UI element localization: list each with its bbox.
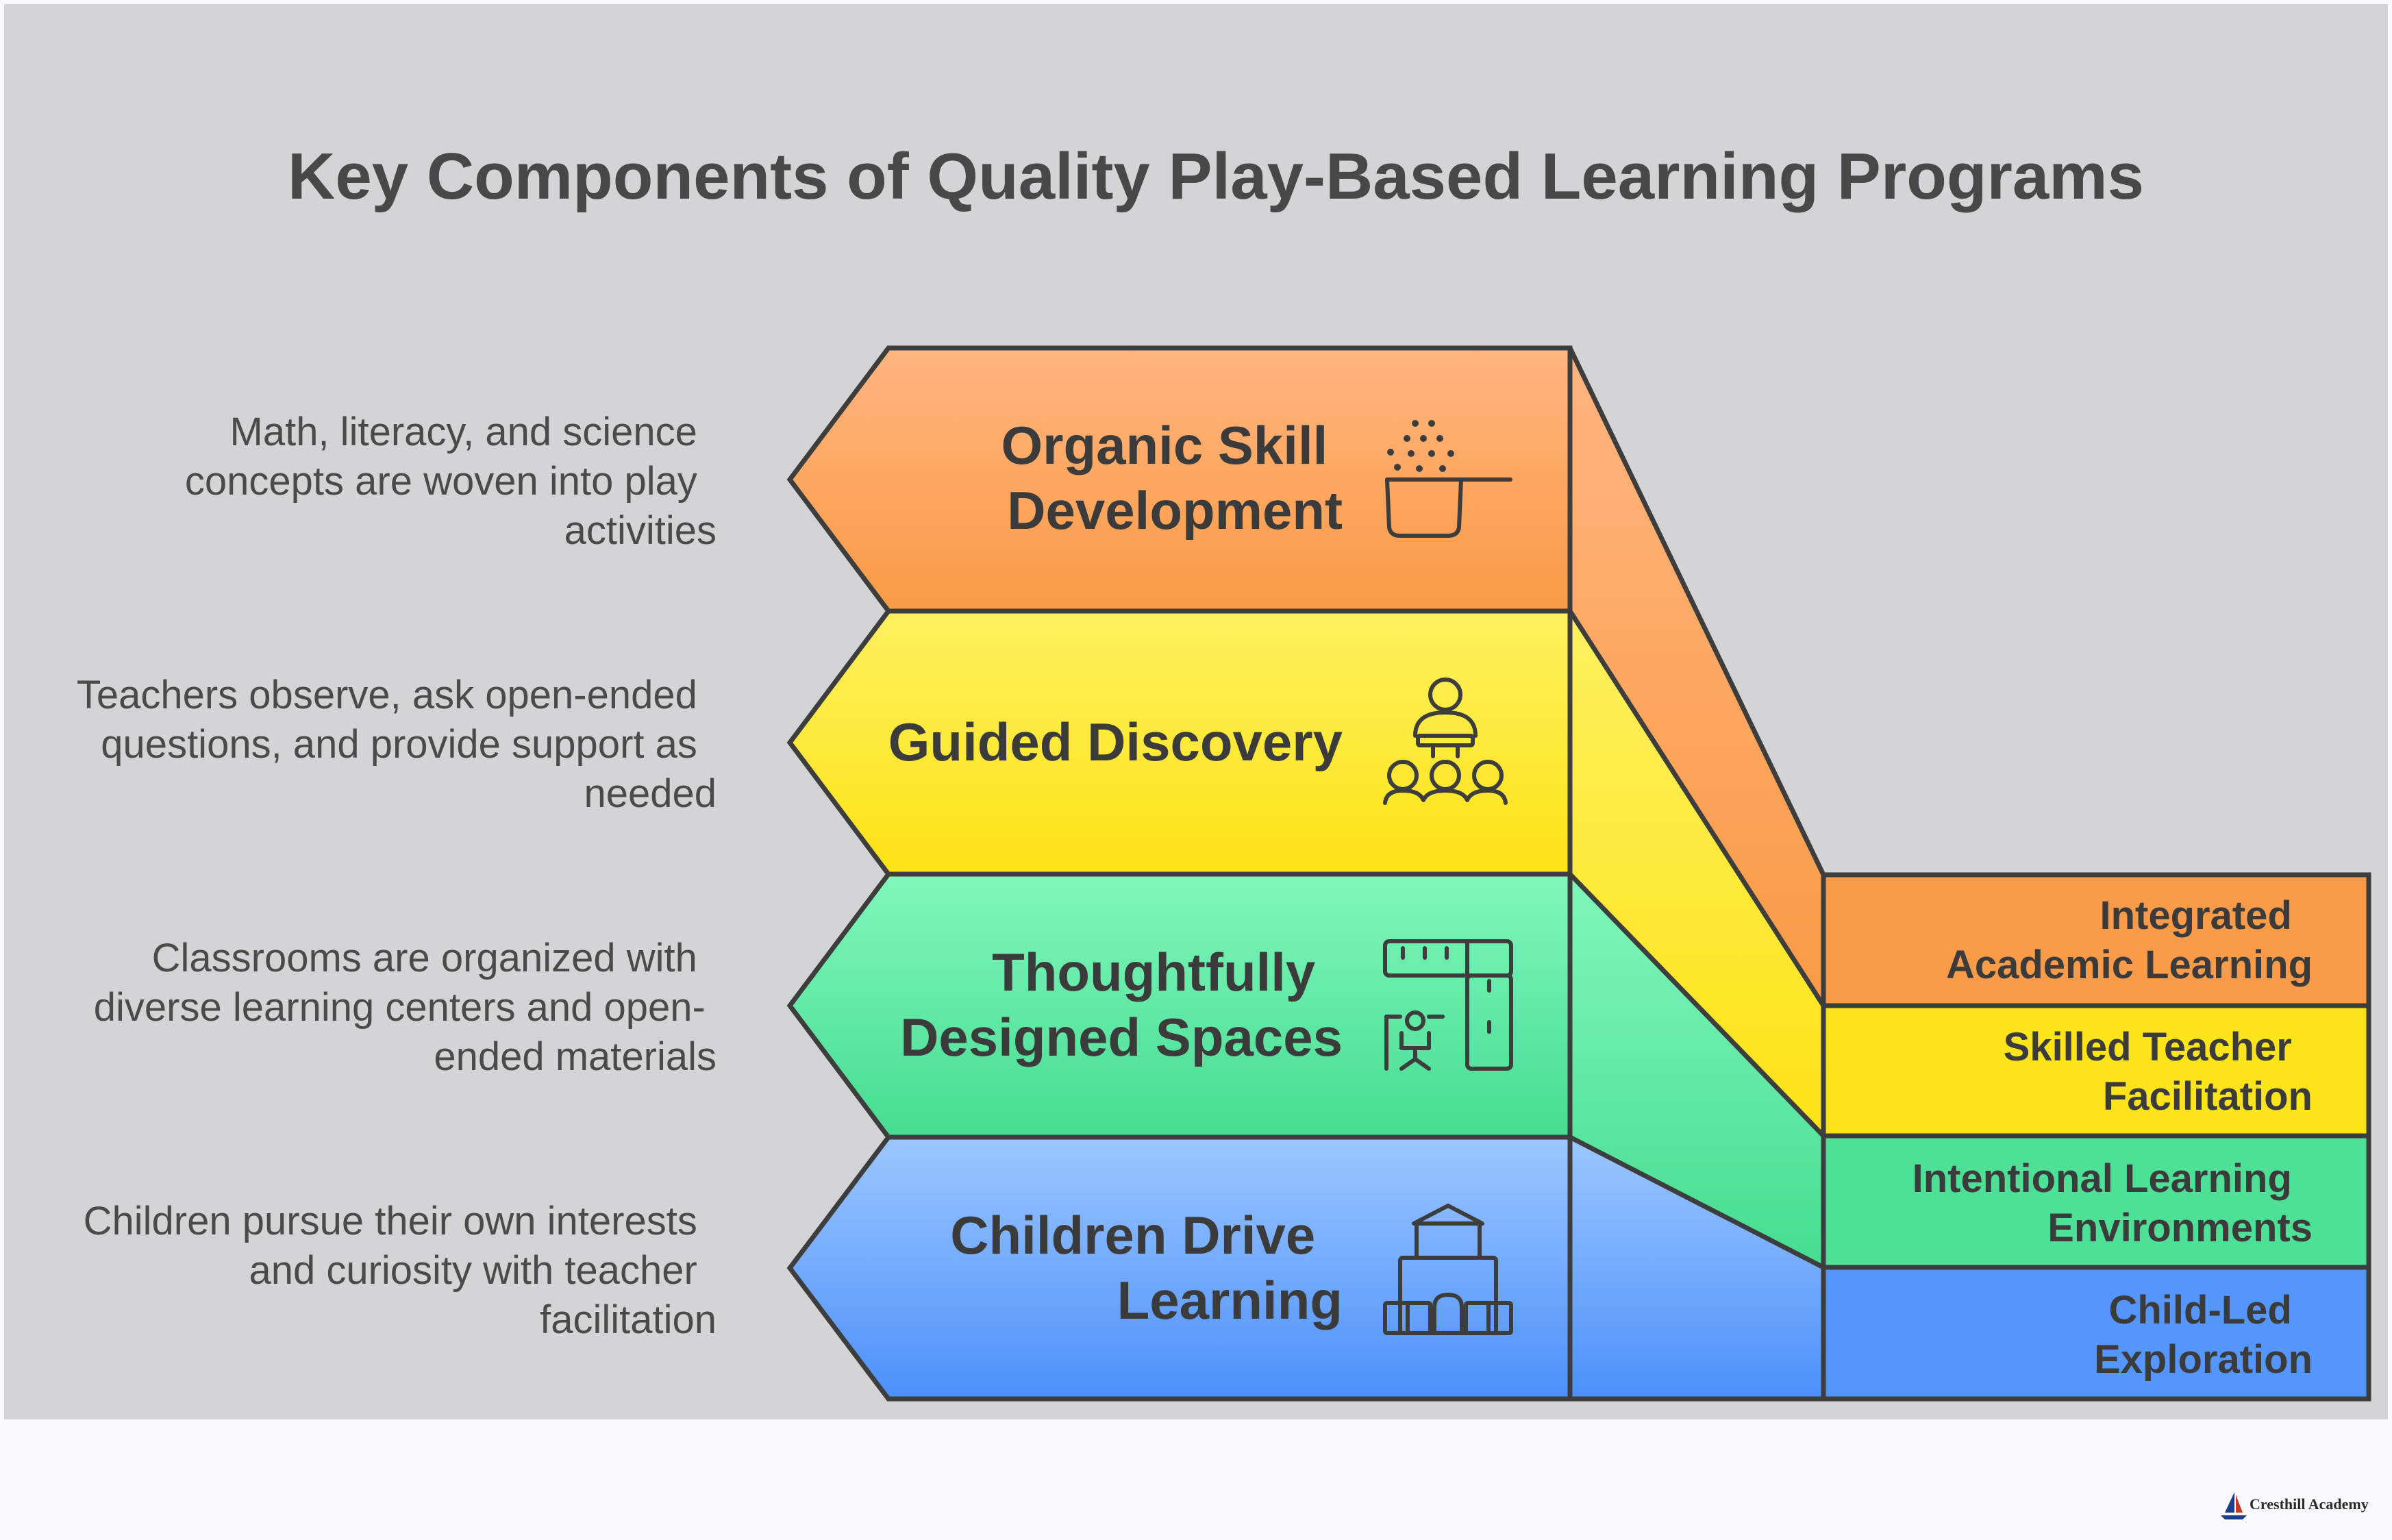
stage-arrow-2 — [790, 611, 1570, 874]
stage-label-3: Thoughtfully Designed Spaces — [900, 942, 1343, 1067]
stage-description-2: Teachers observe, ask open-ended questio… — [77, 673, 717, 816]
stage-block-1 — [790, 348, 1570, 611]
sailboat-logo-icon — [2221, 1492, 2247, 1519]
stage-description-3: Classrooms are organized with diverse le… — [94, 936, 717, 1079]
classroom-layout-icon — [1383, 939, 1513, 1071]
diagram-title: Key Components of Quality Play-Based Lea… — [288, 140, 2144, 213]
connector-ribbons — [1570, 348, 1823, 1399]
side-label-1: Integrated Academic Learning — [1946, 893, 2313, 987]
stage-description-4: Children pursue their own interests and … — [84, 1199, 717, 1342]
connector-ribbon-2 — [1570, 611, 1823, 1136]
stage-label-4: Children Drive Learning — [950, 1205, 1343, 1330]
connector-ribbon-1 — [1570, 348, 1823, 1006]
measuring-cup-icon — [1385, 420, 1512, 538]
diagram-outlines — [786, 345, 2371, 1402]
stage-label-2: Guided Discovery — [888, 712, 1343, 772]
side-box-3 — [1823, 1136, 2369, 1267]
stage-block-3 — [790, 874, 1570, 1137]
stage-arrow-4 — [790, 1137, 1570, 1399]
stage-arrow-3 — [790, 874, 1570, 1137]
side-label-3: Intentional Learning Environments — [1913, 1156, 2313, 1250]
stage-label-1: Organic Skill Development — [1001, 415, 1343, 541]
brand-logo: Cresthill Academy — [2221, 1492, 2369, 1519]
side-label-4: Child-Led Exploration — [2094, 1288, 2313, 1382]
stage-block-4 — [790, 1137, 1570, 1399]
side-label-2: Skilled Teacher Facilitation — [2004, 1025, 2313, 1119]
stage-description-1: Math, literacy, and science concepts are… — [185, 410, 717, 553]
stage-arrow-1 — [790, 348, 1570, 611]
schoolhouse-icon — [1383, 1204, 1513, 1335]
side-box-1 — [1823, 875, 2369, 1006]
side-box-2 — [1823, 1006, 2369, 1136]
side-box-4 — [1823, 1267, 2369, 1399]
brand-name: Cresthill Academy — [2250, 1495, 2369, 1513]
connector-ribbon-4 — [1570, 1137, 1823, 1399]
stage-block-2 — [790, 611, 1570, 874]
teacher-students-icon — [1383, 678, 1508, 805]
